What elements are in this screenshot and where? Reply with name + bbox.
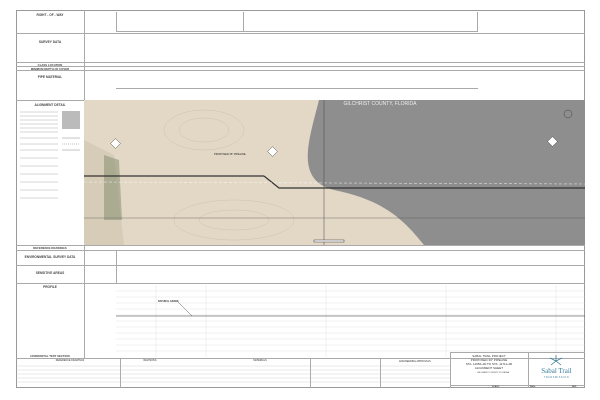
- row-label: RIGHT - OF - WAY: [36, 13, 64, 17]
- reference-drawings-label: REFERENCE DRAWINGS: [33, 245, 67, 250]
- county-label: GILCHRIST COUNTY, FLORIDA: [343, 101, 417, 107]
- logo-name: Sabal Trail: [541, 367, 572, 375]
- class-location-label: CLASS LOCATION: [37, 62, 63, 67]
- divider: [16, 66, 585, 67]
- pipe-material-label: PIPE MATERIAL: [37, 75, 63, 79]
- horizontal-test-label: HORIZONTAL TEST SECTION: [30, 354, 70, 358]
- profile-label: PROFILE: [43, 285, 57, 289]
- logo-sub: TRANSMISSION: [543, 376, 570, 379]
- environmental-label: ENVIRONMENTAL SURVEY DATA: [24, 255, 76, 259]
- approvals-header: ENGINEERING APPROVALS: [399, 360, 431, 363]
- title-location: GILCHRIST COUNTY, FLORIDA: [477, 372, 509, 374]
- divider: [16, 62, 585, 63]
- scale-label: SCALE:: [492, 385, 500, 388]
- title-line-2: PROPOSED 36" PIPELINE: [470, 358, 508, 362]
- rev-label: REV:: [572, 385, 577, 388]
- title-line-1: SABAL TRAIL PROJECT: [472, 354, 506, 358]
- alignment-legend: [20, 111, 80, 199]
- survey-data-label: SURVEY DATA: [38, 40, 62, 44]
- title-line-3: STA. 11656+00 TO STA. 11711+00: [465, 362, 513, 366]
- divider: [16, 250, 585, 251]
- alignment-detail-label: ALIGNMENT DETAIL: [34, 103, 66, 107]
- min-depth-label: MINIMUM DEPTH OF COVER: [30, 66, 70, 71]
- pipe-band: [116, 88, 478, 99]
- title-line-4: ALIGNMENT SHEET: [474, 366, 504, 370]
- divider: [16, 283, 585, 284]
- dwg-label: DWG:: [530, 385, 536, 388]
- ref-drawings-header: REFERENCE DRAWINGS: [55, 358, 85, 362]
- sabal-trail-logo-icon: [549, 355, 563, 366]
- sensitive-areas-label: SENSITIVE AREAS: [35, 271, 65, 275]
- divider: [16, 70, 585, 71]
- natural-grade-label: NATURAL GRADE: [158, 300, 179, 303]
- divider: [16, 33, 585, 34]
- alignment-map: [84, 100, 585, 245]
- row-band: [116, 12, 478, 32]
- divider: [16, 358, 585, 359]
- divider: [16, 265, 585, 266]
- profile-grid: [116, 285, 585, 357]
- pipeline-label: PROPOSED 36" PIPELINE: [214, 153, 246, 156]
- divider: [16, 245, 585, 246]
- materials-header: MATERIALS: [253, 358, 267, 362]
- revisions-header: REVISIONS: [143, 358, 157, 362]
- bottom-tables: [16, 365, 450, 383]
